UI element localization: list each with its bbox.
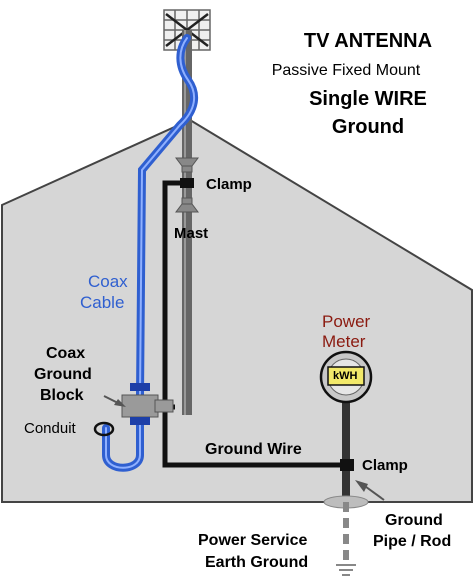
conduit-icon	[93, 421, 115, 437]
title-sub: Passive Fixed Mount	[271, 62, 421, 79]
ground-wire-label: Ground Wire	[205, 441, 302, 458]
title-line3: Single WIRE	[309, 88, 427, 110]
mast-bracket-top	[175, 157, 199, 173]
meter-display	[327, 366, 365, 386]
ground-rod-label-2: Pipe / Rod	[373, 533, 452, 550]
coax-ground-label-3: Block	[40, 387, 84, 404]
earth-ground-icon	[336, 564, 356, 576]
earth-ground-label-2: Earth Ground	[205, 554, 309, 571]
clamp-bottom-icon	[340, 459, 354, 471]
ground-rod-arrow	[355, 480, 385, 501]
earth-ground-label-1: Power Service	[198, 532, 308, 549]
kwh-label: kWH	[333, 370, 358, 382]
mast-bracket-bottom	[175, 197, 199, 213]
coax-ground-label-2: Ground	[34, 366, 92, 383]
mast-label: Mast	[174, 225, 209, 242]
coax-cable-label-2: Cable	[80, 293, 125, 312]
coax-ground-block	[121, 383, 174, 425]
power-meter-label-2: Meter	[322, 332, 366, 351]
title-line4: Ground	[331, 116, 405, 138]
conduit-label: Conduit	[24, 420, 76, 437]
clamp-bottom-label: Clamp	[362, 457, 408, 474]
clamp-top-label: Clamp	[206, 176, 252, 193]
ground-block-arrow	[103, 395, 126, 407]
house-gable	[1, 118, 473, 503]
title-main: TV ANTENNA	[303, 30, 433, 52]
coax-cable-label-1: Coax	[88, 272, 128, 291]
ground-rod-label-1: Ground	[385, 512, 443, 529]
ground-wire	[162, 180, 346, 468]
power-meter-label-1: Power	[322, 312, 371, 331]
coax-ground-label-1: Coax	[46, 345, 86, 362]
